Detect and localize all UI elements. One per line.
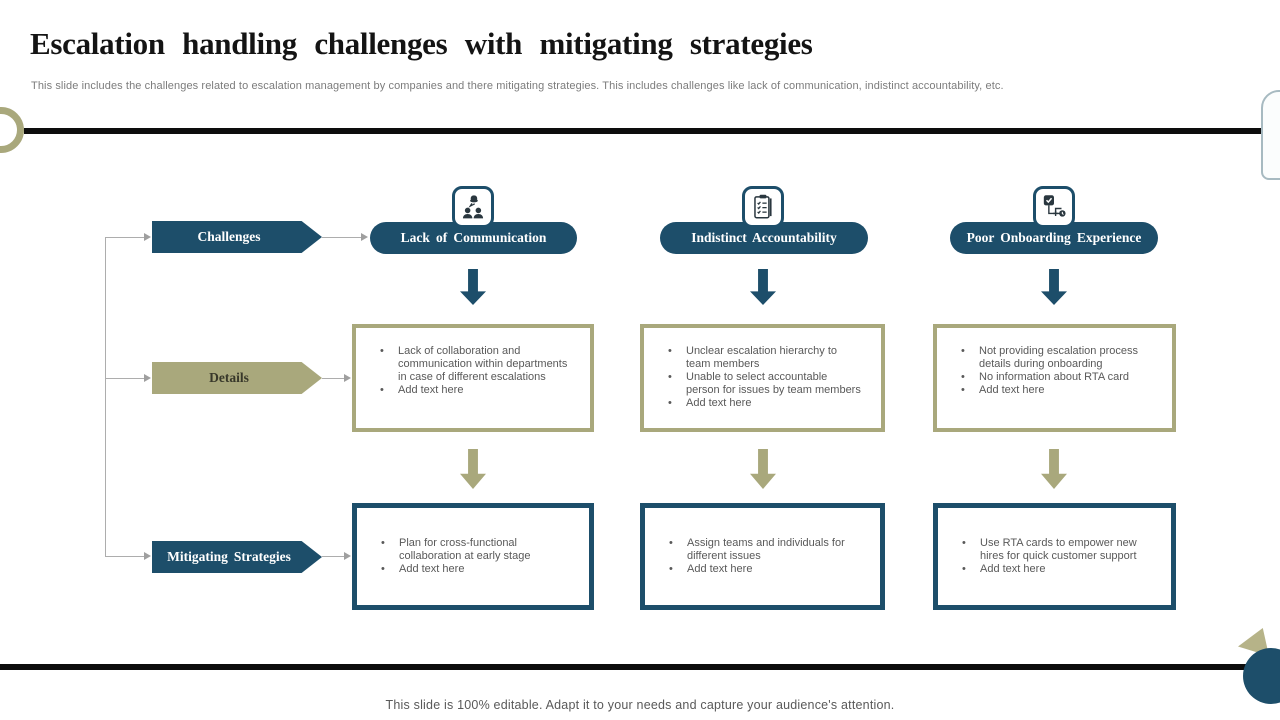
row-label-details: Details	[152, 362, 322, 394]
strategy-box: Use RTA cards to empower new hires for q…	[933, 503, 1176, 610]
row-label-challenges-text: Challenges	[197, 229, 261, 244]
challenge-pill-text: Lack of Communication	[400, 230, 547, 245]
footer-note: This slide is 100% editable. Adapt it to…	[385, 698, 895, 712]
connector-arrow	[105, 233, 151, 241]
bullet-item: Unable to select accountable person for …	[660, 371, 861, 397]
down-arrow-icon	[750, 449, 776, 489]
bullet-item: Unclear escalation hierarchy to team mem…	[660, 345, 861, 371]
icon-frame	[1033, 186, 1075, 228]
down-arrow-icon	[750, 269, 776, 305]
bullet-item: Assign teams and individuals for differe…	[661, 537, 860, 563]
strategy-bullet-list: Plan for cross-functional collaboration …	[373, 537, 569, 576]
down-arrow-icon	[460, 269, 486, 305]
circle-decoration	[1243, 648, 1280, 704]
slide-subtitle: This slide includes the challenges relat…	[31, 80, 1004, 92]
bullet-item: Add text here	[660, 397, 861, 410]
ring-decoration	[0, 107, 24, 153]
bullet-item: Add text here	[953, 384, 1152, 397]
down-arrow-icon	[1041, 449, 1067, 489]
bullet-item: Use RTA cards to empower new hires for q…	[954, 537, 1151, 563]
bullet-item: Add text here	[373, 563, 569, 576]
bullet-item: Add text here	[661, 563, 860, 576]
connector-vertical-line	[105, 237, 106, 557]
bullet-item: Add text here	[954, 563, 1151, 576]
onboarding-workflow-icon	[1043, 195, 1066, 217]
row-label-details-text: Details	[209, 370, 249, 385]
strategy-box: Plan for cross-functional collaboration …	[352, 503, 594, 610]
connector-arrow	[105, 374, 151, 382]
details-bullet-list: Unclear escalation hierarchy to team mem…	[660, 345, 861, 410]
row-label-mitigating-strategies-text: Mitigating Strategies	[167, 549, 291, 564]
top-accent-line	[24, 128, 1261, 134]
details-box: Lack of collaboration and communication …	[352, 324, 594, 432]
strategy-bullet-list: Use RTA cards to empower new hires for q…	[954, 537, 1151, 576]
page-title: Escalation handling challenges with miti…	[30, 26, 813, 61]
details-bullet-list: Lack of collaboration and communication …	[372, 345, 570, 397]
strategy-bullet-list: Assign teams and individuals for differe…	[661, 537, 860, 576]
bullet-item: Not providing escalation process details…	[953, 345, 1152, 371]
checklist-clipboard-icon	[754, 194, 772, 219]
down-arrow-icon	[460, 449, 486, 489]
bullet-item: No information about RTA card	[953, 371, 1152, 384]
connector-arrow	[105, 552, 151, 560]
bullet-item: Plan for cross-functional collaboration …	[373, 537, 569, 563]
down-arrow-icon	[1041, 269, 1067, 305]
details-bullet-list: Not providing escalation process details…	[953, 345, 1152, 397]
strategy-box: Assign teams and individuals for differe…	[640, 503, 885, 610]
icon-frame	[452, 186, 494, 228]
corner-tab-decoration	[1261, 90, 1280, 180]
challenge-pill-text: Indistinct Accountability	[691, 230, 837, 245]
communication-people-icon	[462, 195, 484, 219]
row-label-mitigating-strategies: Mitigating Strategies	[152, 541, 322, 573]
challenge-pill-text: Poor Onboarding Experience	[966, 230, 1142, 245]
connector-arrow	[322, 374, 351, 382]
icon-frame	[742, 186, 784, 228]
bullet-item: Add text here	[372, 384, 570, 397]
bottom-accent-line	[0, 664, 1248, 670]
connector-arrow	[322, 233, 368, 241]
details-box: Not providing escalation process details…	[933, 324, 1176, 432]
row-label-challenges: Challenges	[152, 221, 322, 253]
bullet-item: Lack of collaboration and communication …	[372, 345, 570, 384]
connector-arrow	[322, 552, 351, 560]
details-box: Unclear escalation hierarchy to team mem…	[640, 324, 885, 432]
